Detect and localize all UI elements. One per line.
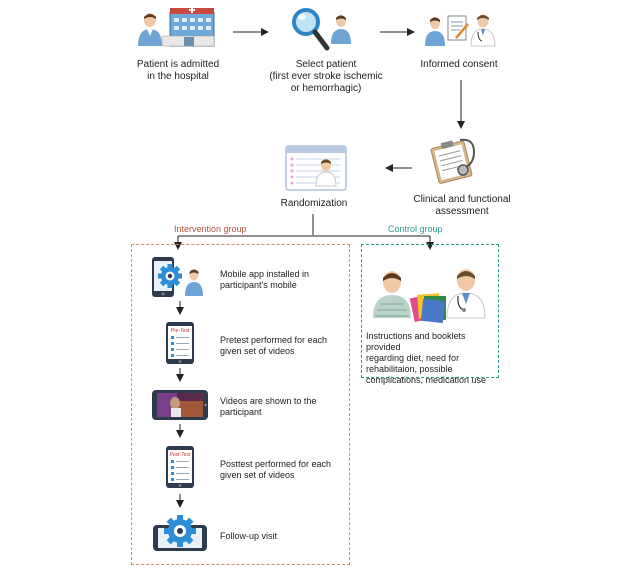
doctor-icon: [470, 14, 496, 47]
mobile-gear-icon: [152, 257, 182, 297]
intervention-group-box: [131, 244, 350, 565]
patient-icon: [425, 17, 445, 46]
hospital-icon: [161, 7, 215, 47]
control-group-box: [361, 244, 499, 378]
control-instructions-label: Instructions and booklets provided regar…: [366, 331, 487, 385]
video-phone-icon: [152, 390, 208, 420]
admitted-label: Patient is admitted in the hospital: [136, 59, 220, 82]
randomization-label: Randomization: [280, 198, 348, 209]
patient-icon: [138, 13, 162, 46]
doctor-icon: [315, 159, 337, 187]
pretest-label: Pretest performed for each given set of …: [220, 335, 328, 356]
intervention-group-label: Intervention group: [174, 224, 247, 234]
patient-icon: [373, 271, 411, 318]
patient-icon: [185, 269, 203, 296]
doctor-icon: [446, 269, 486, 319]
patient-icon: [331, 15, 351, 44]
pretest-tablet-icon: Pre-Test: [166, 322, 194, 364]
videos-shown-label: Videos are shown to the participant: [220, 396, 317, 417]
select-patient-label: Select patient (first ever stroke ischem…: [269, 59, 383, 94]
clipboard-stethoscope-icon: [430, 138, 476, 184]
consent-label: Informed consent: [420, 59, 498, 70]
booklets-icon: [409, 293, 446, 324]
assessment-label: Clinical and functional assessment: [413, 194, 511, 217]
posttest-icon-text: Post-Test: [170, 452, 192, 458]
pretest-icon-text: Pre-Test: [171, 328, 190, 334]
app-installed-label: Mobile app installed in participant's mo…: [220, 269, 310, 290]
posttest-label: Posttest performed for each given set of…: [220, 459, 332, 480]
consent-form-icon: [447, 15, 469, 41]
followup-label: Follow-up visit: [220, 531, 278, 541]
control-group-label: Control group: [388, 224, 443, 234]
magnifier-icon: [292, 8, 330, 51]
followup-gear-icon: [153, 515, 207, 551]
posttest-tablet-icon: Post-Test: [166, 446, 194, 488]
